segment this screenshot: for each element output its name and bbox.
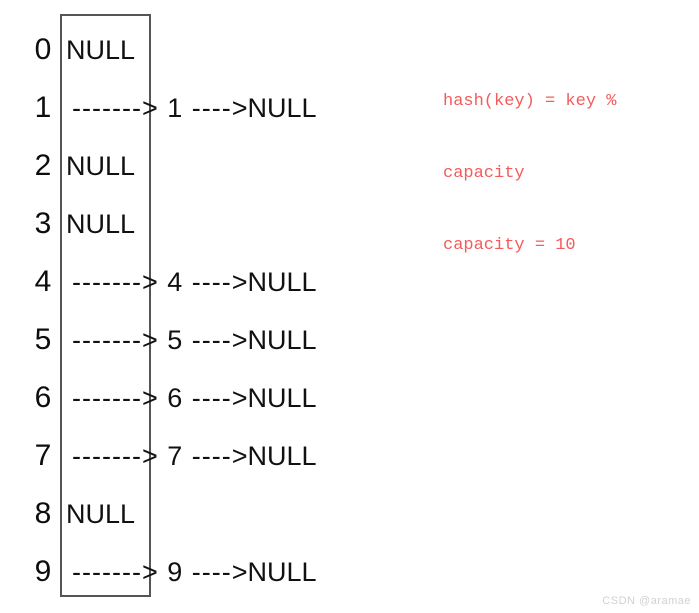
chain-arrow-head-1: > xyxy=(141,441,158,471)
bucket-index-label: 4 xyxy=(34,265,52,298)
bucket-array-box xyxy=(60,14,151,597)
bucket-index-label: 8 xyxy=(34,497,52,530)
bucket-index-label: 9 xyxy=(34,555,52,588)
formula-line-2: capacity xyxy=(443,164,525,183)
bucket-empty-null: NULL xyxy=(66,151,136,181)
chain-tail-null: NULL xyxy=(247,383,317,413)
chain-tail-null: NULL xyxy=(247,93,317,123)
bucket-row: 8 NULL xyxy=(0,485,420,543)
bucket-row: 6-------> 6 ---->NULL xyxy=(0,369,420,427)
chain-tail-null: NULL xyxy=(247,325,317,355)
bucket-index-label: 5 xyxy=(34,323,52,356)
chain-node-value: 7 xyxy=(167,441,183,471)
bucket-chain: -------> 9 ---->NULL xyxy=(72,543,317,601)
bucket-chain: -------> 1 ---->NULL xyxy=(72,79,317,137)
bucket-chain: -------> 7 ---->NULL xyxy=(72,427,317,485)
chain-link-dashes-1: ------- xyxy=(72,383,142,413)
chain-link-dashes-1: ------- xyxy=(72,557,142,587)
chain-arrow-head-1: > xyxy=(141,383,158,413)
chain-arrow-head-1: > xyxy=(141,93,158,123)
chain-link-dashes-1: ------- xyxy=(72,93,142,123)
bucket-empty-null: NULL xyxy=(66,209,136,239)
bucket-index-label: 1 xyxy=(34,91,52,124)
bucket-row: 5-------> 5 ---->NULL xyxy=(0,311,420,369)
chain-arrow-head-1: > xyxy=(141,325,158,355)
chain-arrow-head-2: > xyxy=(231,267,248,297)
chain-link-dashes-1: ------- xyxy=(72,441,142,471)
bucket-empty-null: NULL xyxy=(66,35,136,65)
bucket-index-label: 7 xyxy=(34,439,52,472)
chain-link-dashes-2: ---- xyxy=(191,93,232,123)
formula-line-1: hash(key) = key % xyxy=(443,92,617,111)
chain-tail-null: NULL xyxy=(247,441,317,471)
chain-node-value: 1 xyxy=(167,93,183,123)
chain-arrow-head-2: > xyxy=(231,557,248,587)
bucket-index-label: 2 xyxy=(34,149,52,182)
bucket-row: 9-------> 9 ---->NULL xyxy=(0,543,420,601)
bucket-index-label: 0 xyxy=(34,33,52,66)
chain-link-dashes-2: ---- xyxy=(191,325,232,355)
bucket-row: 7-------> 7 ---->NULL xyxy=(0,427,420,485)
watermark: CSDN @aramae xyxy=(602,595,691,607)
chain-arrow-head-2: > xyxy=(231,383,248,413)
chain-link-dashes-2: ---- xyxy=(191,267,232,297)
formula-line-3: capacity = 10 xyxy=(443,236,576,255)
chain-arrow-head-1: > xyxy=(141,557,158,587)
chain-link-dashes-2: ---- xyxy=(191,441,232,471)
chain-node-value: 5 xyxy=(167,325,183,355)
chain-node-value: 9 xyxy=(167,557,183,587)
bucket-index-label: 6 xyxy=(34,381,52,414)
bucket-empty-null: NULL xyxy=(66,499,136,529)
chain-arrow-head-2: > xyxy=(231,93,248,123)
chain-link-dashes-1: ------- xyxy=(72,325,142,355)
bucket-row: 0 NULL xyxy=(0,21,420,79)
chain-arrow-head-2: > xyxy=(231,325,248,355)
bucket-row: 2 NULL xyxy=(0,137,420,195)
chain-link-dashes-2: ---- xyxy=(191,383,232,413)
bucket-row: 4-------> 4 ---->NULL xyxy=(0,253,420,311)
chain-node-value: 4 xyxy=(167,267,183,297)
chain-link-dashes-2: ---- xyxy=(191,557,232,587)
chain-arrow-head-1: > xyxy=(141,267,158,297)
hash-formula-annotation: hash(key) = key % capacity capacity = 10 xyxy=(443,42,693,282)
bucket-row: 1-------> 1 ---->NULL xyxy=(0,79,420,137)
bucket-chain: -------> 6 ---->NULL xyxy=(72,369,317,427)
bucket-chain: -------> 5 ---->NULL xyxy=(72,311,317,369)
chain-tail-null: NULL xyxy=(247,267,317,297)
bucket-row: 3 NULL xyxy=(0,195,420,253)
chain-tail-null: NULL xyxy=(247,557,317,587)
bucket-index-label: 3 xyxy=(34,207,52,240)
chain-arrow-head-2: > xyxy=(231,441,248,471)
chain-node-value: 6 xyxy=(167,383,183,413)
bucket-chain: -------> 4 ---->NULL xyxy=(72,253,317,311)
chain-link-dashes-1: ------- xyxy=(72,267,142,297)
